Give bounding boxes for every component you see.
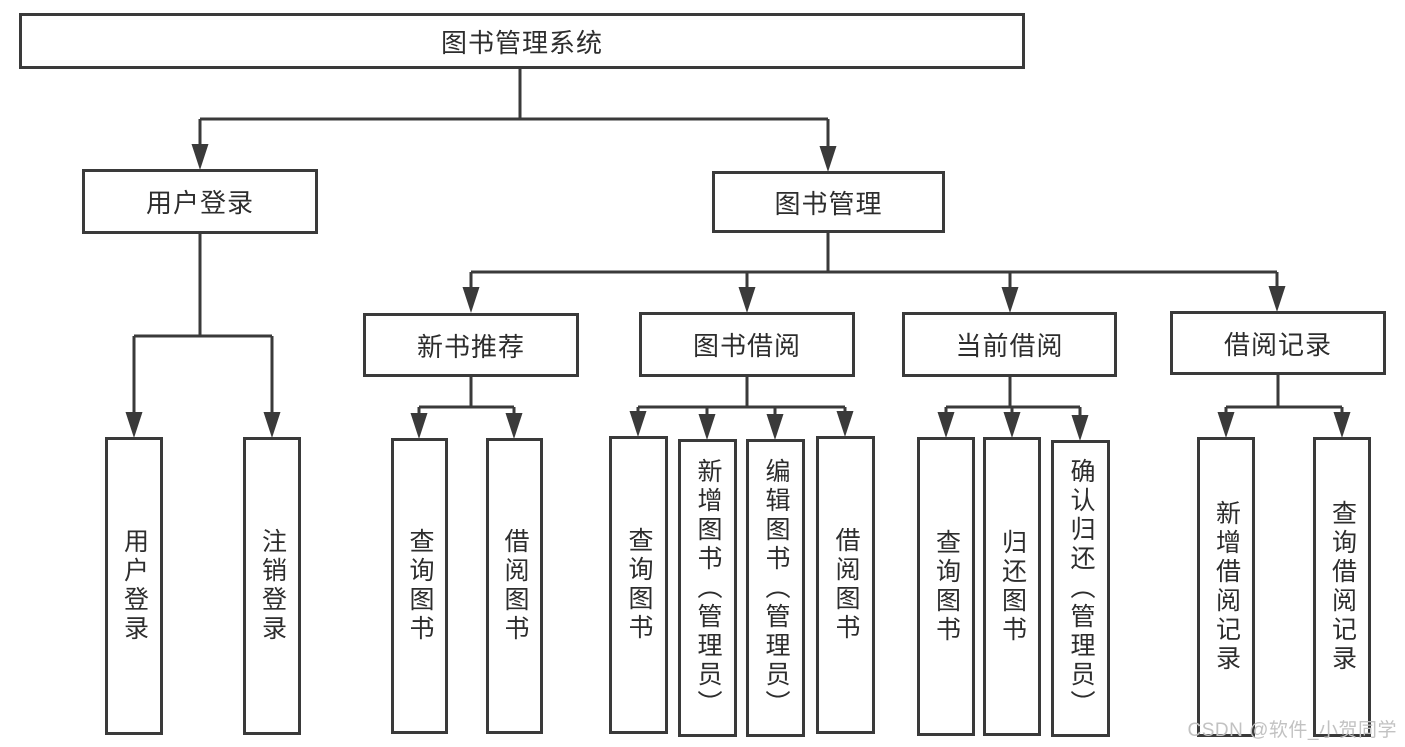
leaf-user-login: 用户登录 [105,437,163,735]
leaf-logout: 注销登录 [243,437,301,735]
leaf-confirm-return-admin: 确认归还（管理员） [1051,440,1110,737]
node-user-login-group: 用户登录 [82,169,318,234]
leaf-current-query-books: 查询图书 [917,437,975,736]
leaf-borrowing-query-books: 查询图书 [609,436,668,734]
node-root-label: 图书管理系统 [440,27,603,58]
leaf-recommend-query-books: 查询图书 [391,438,448,734]
leaf-label: 查询图书 [406,528,434,644]
leaf-query-borrow-record: 查询借阅记录 [1313,437,1371,737]
leaf-label: 查询图书 [625,527,653,643]
node-root: 图书管理系统 [19,13,1025,69]
connector-stems [132,69,1344,418]
leaf-add-borrow-record: 新增借阅记录 [1197,437,1255,737]
leaf-edit-books-admin: 编辑图书（管理员） [746,439,805,737]
leaf-recommend-borrow-books: 借阅图书 [486,438,543,734]
leaf-borrowing-borrow-books: 借阅图书 [816,436,875,734]
watermark: CSDN @软件_小贺同学 [1187,720,1397,741]
leaf-label: 查询借阅记录 [1328,500,1357,674]
node-label: 新书推荐 [416,331,525,362]
leaf-label: 编辑图书（管理员） [762,457,790,719]
leaf-label: 借阅图书 [832,527,860,643]
leaf-label: 借阅图书 [501,528,529,644]
node-current-borrowing: 当前借阅 [902,312,1117,377]
leaf-label: 用户登录 [120,528,149,644]
leaf-label: 确认归还（管理员） [1067,458,1095,719]
leaf-label: 归还图书 [998,528,1027,645]
node-label: 当前借阅 [955,331,1064,361]
node-label: 用户登录 [145,188,254,218]
leaf-return-books: 归还图书 [983,437,1041,736]
leaf-label: 查询图书 [932,528,961,645]
node-label: 图书借阅 [692,331,801,361]
node-label: 借阅记录 [1223,329,1332,360]
leaf-label: 注销登录 [258,528,287,644]
node-new-book-recommend: 新书推荐 [363,313,579,377]
leaf-add-books-admin: 新增图书（管理员） [678,439,737,737]
node-book-management: 图书管理 [712,171,945,233]
leaf-label: 新增图书（管理员） [694,457,722,719]
node-label: 图书管理 [774,188,883,219]
leaf-label: 新增借阅记录 [1212,500,1241,674]
node-book-borrowing: 图书借阅 [639,312,855,377]
node-borrow-records: 借阅记录 [1170,311,1386,375]
